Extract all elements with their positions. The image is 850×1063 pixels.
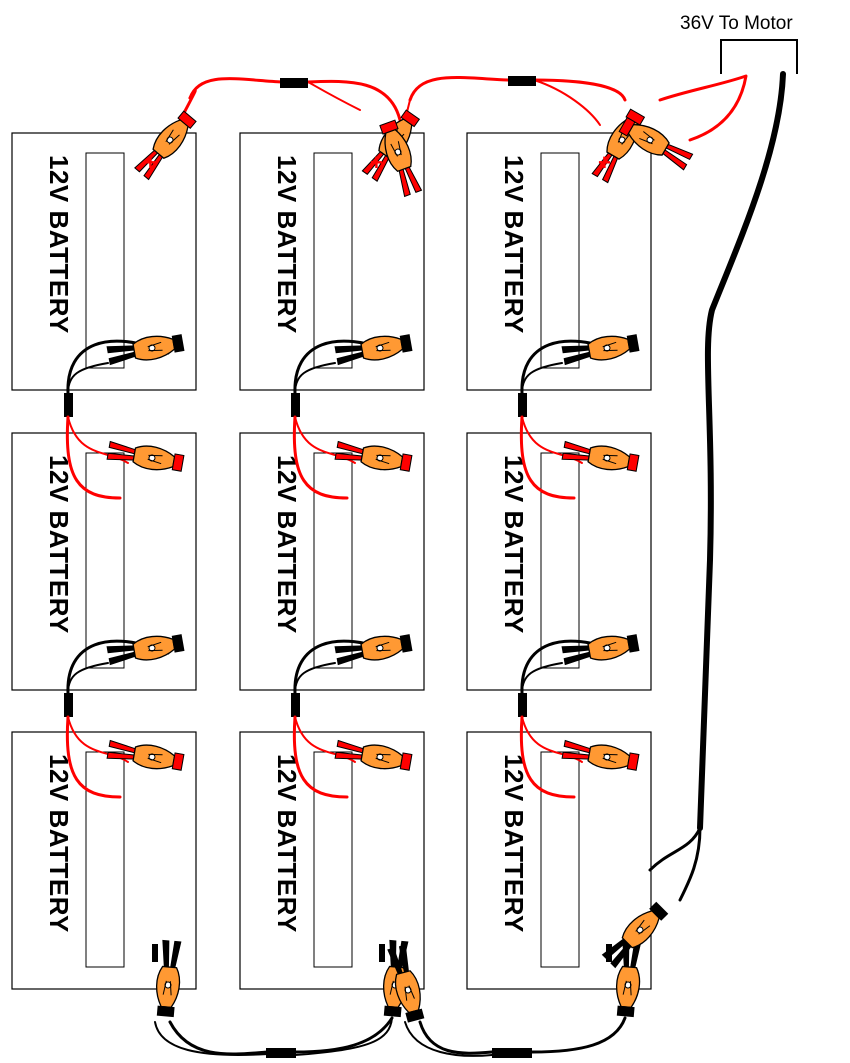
jumper-sleeve bbox=[64, 693, 73, 717]
bottom-black-wire-right bbox=[418, 1020, 494, 1055]
battery-label: 12V BATTERY bbox=[272, 155, 302, 334]
motor-label: 36V To Motor bbox=[680, 13, 793, 34]
jumper-sleeve bbox=[64, 393, 73, 417]
positive-jumper-wire bbox=[292, 415, 349, 500]
negative-clamp bbox=[106, 634, 185, 666]
plus-terminal-icon: + bbox=[370, 150, 383, 175]
motor-negative-wire bbox=[648, 826, 702, 872]
motor-positive-clamp bbox=[618, 116, 694, 171]
negative-clamp bbox=[155, 939, 182, 1018]
negative-jumper-wire bbox=[521, 662, 563, 694]
top-red-wire-left bbox=[188, 77, 284, 100]
battery-label: 12V BATTERY bbox=[499, 754, 529, 933]
negative-clamp bbox=[387, 944, 425, 1023]
motor-positive-wire bbox=[658, 74, 748, 142]
battery-label: 12V BATTERY bbox=[44, 455, 74, 634]
plus-terminal-icon: + bbox=[144, 150, 157, 175]
negative-jumper-wire bbox=[67, 362, 109, 394]
positive-jumper-wire bbox=[292, 715, 349, 799]
motor-negative-wire bbox=[678, 826, 702, 902]
top-red-wire-right bbox=[408, 76, 510, 102]
battery-grid: 12V BATTERY 12V BATTERY 12V BATTERY 12V BAT… bbox=[11, 132, 652, 990]
bottom-sleeve-right bbox=[492, 1048, 532, 1058]
negative-clamp bbox=[561, 334, 640, 366]
battery-label: 12V BATTERY bbox=[44, 754, 74, 933]
clamp-layer bbox=[106, 108, 694, 1023]
bottom-black-wire-right bbox=[530, 1016, 627, 1054]
battery-3-2: 12V BATTERY bbox=[239, 731, 425, 990]
motor-lead-bracket: 36V To Motor bbox=[680, 13, 798, 74]
positive-clamp bbox=[379, 119, 423, 198]
positive-clamp bbox=[334, 440, 413, 472]
jumper-sleeve bbox=[518, 393, 527, 417]
negative-jumper-wire bbox=[294, 662, 336, 694]
positive-clamp bbox=[561, 440, 640, 472]
jumper-sleeve bbox=[291, 693, 300, 717]
bottom-black-wire-left bbox=[293, 1016, 394, 1054]
battery-label: 12V BATTERY bbox=[272, 455, 302, 634]
battery-label: 12V BATTERY bbox=[499, 455, 529, 634]
motor-negative-clamp bbox=[601, 901, 669, 969]
positive-jumper-wire bbox=[65, 415, 122, 500]
positive-clamp bbox=[106, 739, 185, 771]
top-sleeve-left bbox=[280, 78, 308, 88]
positive-clamp bbox=[561, 739, 640, 771]
bottom-black-wire-left bbox=[154, 1021, 269, 1056]
negative-clamp bbox=[561, 634, 640, 666]
negative-jumper-wire bbox=[67, 662, 109, 694]
bottom-black-wire-right bbox=[404, 1021, 493, 1057]
positive-clamp bbox=[134, 110, 197, 181]
positive-clamp bbox=[106, 440, 185, 472]
top-red-wire-right bbox=[533, 79, 601, 126]
top-red-wire-right bbox=[532, 78, 627, 102]
top-red-wire-left bbox=[307, 81, 361, 111]
negative-clamp bbox=[106, 334, 185, 366]
motor-negative-wire bbox=[697, 71, 786, 831]
plus-terminal-icon: + bbox=[598, 150, 611, 175]
positive-jumper-wire bbox=[519, 715, 576, 799]
bottom-sleeve-left bbox=[266, 1048, 296, 1058]
negative-jumper-wire bbox=[294, 362, 336, 394]
negative-clamp bbox=[334, 334, 413, 366]
jumper-sleeve bbox=[291, 393, 300, 417]
negative-clamp bbox=[615, 939, 642, 1018]
minus-terminal-icon bbox=[606, 944, 612, 962]
battery-1-1: 12V BATTERY bbox=[11, 132, 197, 391]
jumper-sleeve bbox=[518, 693, 527, 717]
positive-jumper-wire bbox=[65, 715, 122, 799]
battery-label: 12V BATTERY bbox=[272, 754, 302, 933]
positive-jumper-wire bbox=[519, 415, 576, 500]
bottom-black-wire-left bbox=[168, 1020, 270, 1056]
top-sleeve-right bbox=[508, 76, 536, 86]
terminal-marks: + + + bbox=[144, 150, 612, 962]
minus-terminal-icon bbox=[379, 944, 385, 962]
top-red-wire-left bbox=[306, 79, 402, 122]
negative-clamp bbox=[334, 634, 413, 666]
battery-label: 12V BATTERY bbox=[499, 155, 529, 334]
bottom-black-wire-left bbox=[294, 1017, 393, 1056]
positive-clamp bbox=[334, 739, 413, 771]
battery-label: 12V BATTERY bbox=[44, 155, 74, 334]
negative-jumper-wire bbox=[521, 362, 563, 394]
minus-terminal-icon bbox=[152, 944, 158, 962]
